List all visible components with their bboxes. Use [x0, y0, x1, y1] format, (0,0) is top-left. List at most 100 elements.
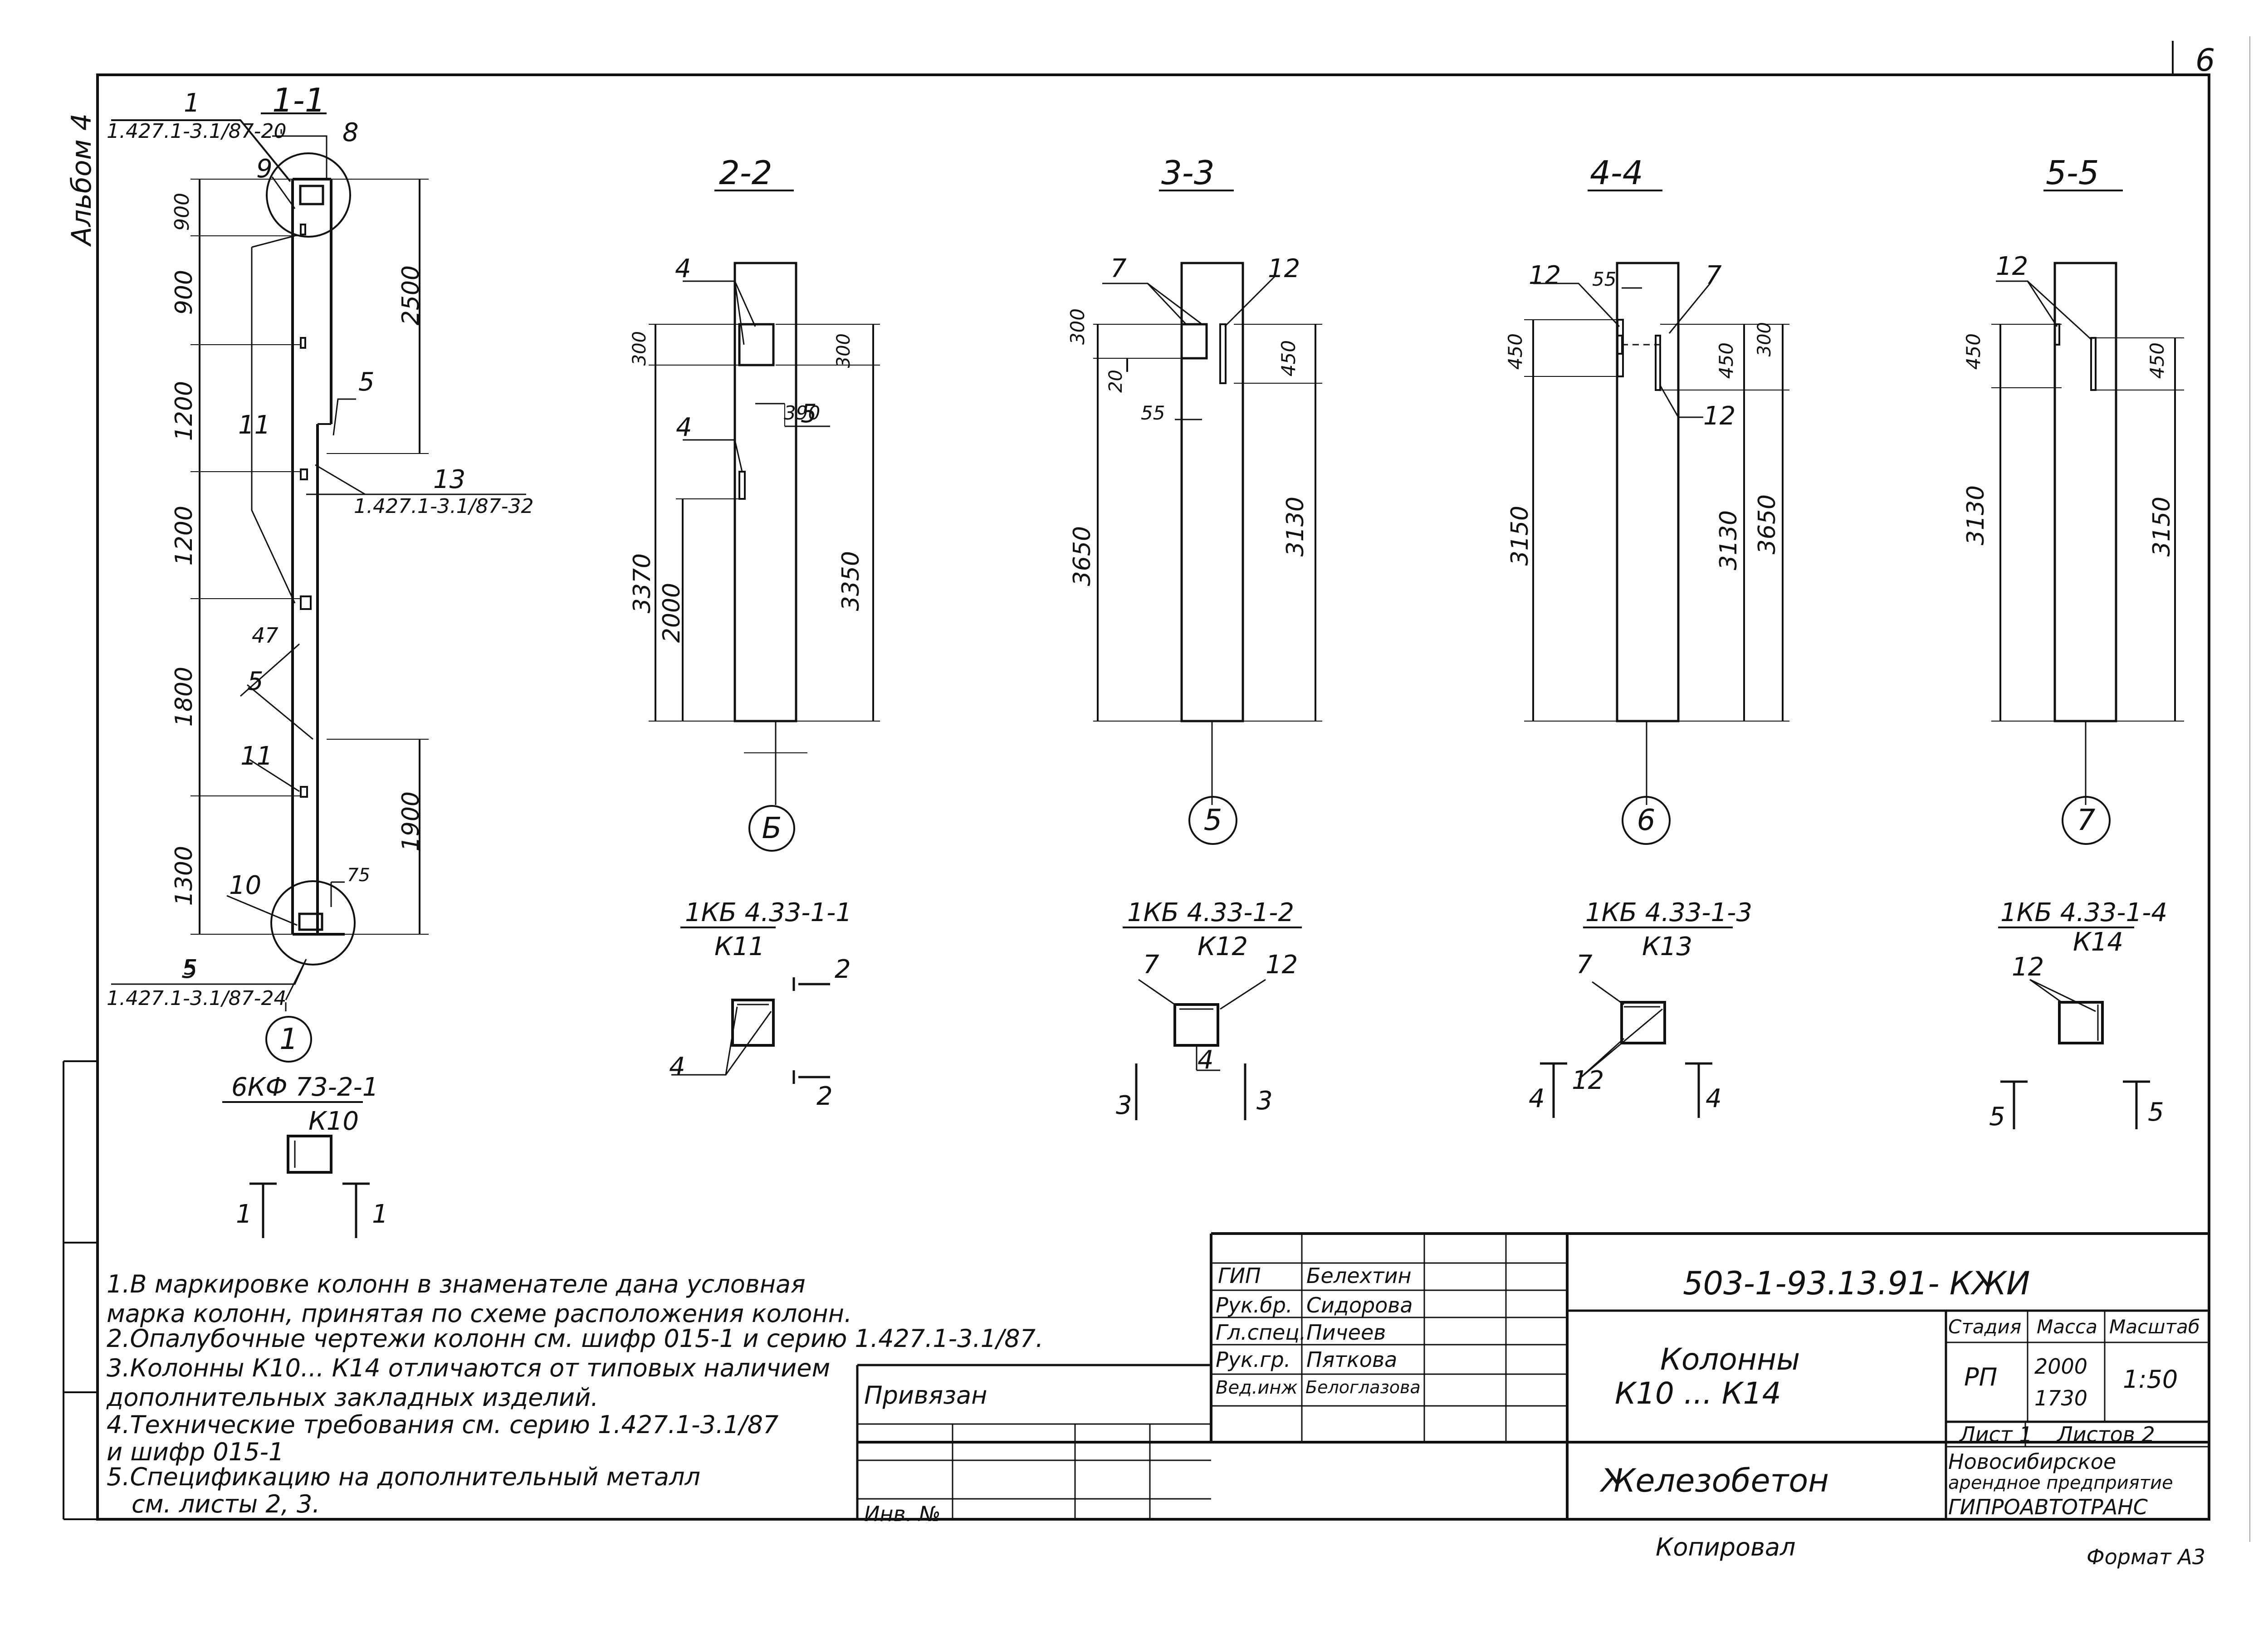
note-line: 2.Опалубочные чертежи колонн см. шифр 01…: [107, 1324, 1044, 1353]
stage-header: Стадия: [1948, 1316, 2022, 1338]
album-label: Альбом 4: [66, 113, 98, 245]
ref-label-bottom: 1.427.1-3.1/87-24: [107, 987, 287, 1010]
dim-label: 450: [1962, 333, 1984, 370]
dim-label: 3130: [1962, 485, 1989, 546]
item-label: 12: [1703, 401, 1736, 431]
dim-label: 1200: [171, 506, 198, 566]
sheets-total: Листов 2: [2057, 1422, 2155, 1447]
dim-label: 5: [184, 955, 197, 980]
note-line: и шифр 015-1: [107, 1438, 284, 1466]
item-label: 7: [1576, 950, 1593, 980]
mark-k12-den: К12: [1198, 932, 1248, 961]
item-label: 12: [1529, 261, 1561, 290]
section-arrow-label: 5: [2148, 1097, 2164, 1127]
section-arrow-label: 3: [1116, 1091, 1132, 1120]
section-5-5-title: 5-5: [2046, 154, 2099, 192]
column-callout-6: 6: [1622, 796, 1671, 845]
mark-k10-den: К10: [308, 1107, 359, 1136]
copied-label: Копировал: [1656, 1533, 1796, 1561]
inventory-label: Инв. №: [864, 1502, 941, 1526]
dim-label: 3650: [1069, 526, 1096, 586]
stamp-name: Пичеев: [1306, 1320, 1386, 1345]
dim-label: 450: [2146, 342, 2168, 379]
item-label: 4: [669, 1052, 685, 1082]
dim-label: 300: [1754, 322, 1775, 357]
item-label: 11: [238, 410, 271, 440]
item-label: 12: [1996, 252, 2028, 281]
mass-value-2: 1730: [2034, 1386, 2088, 1410]
item-label: 12: [1268, 254, 1300, 283]
org-line: ГИПРОАВТОТРАНС: [1948, 1495, 2148, 1519]
dim-label: 450: [1504, 333, 1526, 370]
dim-label: 55: [1141, 402, 1165, 424]
note-line: 4.Технические требования см. серию 1.427…: [107, 1410, 779, 1439]
column-callout-b: Б: [748, 805, 795, 852]
section-arrow-label: 1: [372, 1200, 388, 1229]
item-label: 8: [342, 118, 359, 147]
dim-label: 2000: [658, 583, 685, 643]
note-line: см. листы 2, 3.: [132, 1490, 320, 1518]
dim-label: 3130: [1282, 497, 1309, 557]
column-callout-7: 7: [2062, 796, 2111, 845]
dim-label: 390: [784, 402, 821, 424]
note-line: 5.Спецификацию на дополнительный металл: [107, 1463, 700, 1491]
section-1-1-title: 1-1: [272, 81, 326, 119]
section-2-2-title: 2-2: [719, 154, 772, 192]
section-arrow-label: 1: [236, 1200, 252, 1229]
mass-value-1: 2000: [2034, 1354, 2088, 1379]
section-arrow-label: 2: [835, 955, 851, 984]
material-label: Железобетон: [1601, 1462, 1829, 1499]
item-label: 5: [358, 367, 375, 397]
item-label: 12: [1266, 950, 1298, 980]
binding-label: Привязан: [864, 1381, 987, 1410]
mark-k14-num: 1КБ 4.33-1-4: [2000, 898, 2167, 927]
ref-label-mid: 1.427.1-3.1/87-32: [354, 495, 534, 518]
stamp-name: Белоглазова: [1305, 1377, 1421, 1397]
section-arrow-label: 5: [1989, 1102, 2005, 1132]
section-3-3-title: 3-3: [1161, 154, 1215, 192]
item-label: 4: [675, 254, 691, 283]
stamp-role: ГИП: [1218, 1263, 1261, 1288]
format-label: Формат А3: [2087, 1545, 2205, 1569]
dim-label: 300: [833, 333, 854, 368]
section-arrow-label: 4: [1706, 1084, 1722, 1113]
mark-k11-num: 1КБ 4.33-1-1: [685, 898, 852, 927]
dim-label: 450: [1277, 340, 1300, 377]
mark-k11-den: К11: [714, 932, 765, 961]
stamp-role: Рук.гр.: [1216, 1347, 1291, 1372]
item-label: 7: [1706, 261, 1722, 290]
sheet-number: Лист 1: [1960, 1422, 2033, 1447]
mark-k14-den: К14: [2073, 927, 2124, 957]
dim-label: 75: [347, 865, 370, 886]
mass-header: Масса: [2037, 1316, 2097, 1338]
dim-label: 1900: [397, 791, 425, 852]
object-title: Колонны: [1660, 1342, 1800, 1377]
stage-value: РП: [1964, 1363, 1998, 1391]
dim-label: 47: [252, 623, 279, 648]
note-line: дополнительных закладных изделий.: [107, 1383, 599, 1412]
item-label: 7: [1110, 254, 1127, 283]
item-label: 13: [433, 465, 466, 494]
stamp-name: Белехтин: [1306, 1263, 1412, 1288]
note-line: 1.В маркировке колонн в знаменателе дана…: [107, 1270, 806, 1298]
item-label: 9: [256, 154, 273, 184]
section-arrow-label: 3: [1256, 1086, 1273, 1116]
dim-label: 900: [171, 193, 194, 231]
item-label: 12: [1572, 1066, 1604, 1095]
object-subtitle: К10 ... К14: [1615, 1376, 1781, 1411]
stamp-role: Рук.бр.: [1216, 1293, 1293, 1317]
item-label: 7: [1143, 950, 1159, 980]
item-label: 4: [676, 413, 692, 442]
dim-label: 3150: [2148, 497, 2175, 557]
ref-label-top: 1.427.1-3.1/87-20: [107, 120, 287, 143]
item-label: 5: [181, 955, 198, 984]
mark-k13-den: К13: [1642, 932, 1693, 961]
mark-k12-num: 1КБ 4.33-1-2: [1127, 898, 1294, 927]
dim-label: 3350: [837, 551, 865, 611]
dim-label: 2500: [397, 265, 425, 326]
dim-label: 300: [629, 331, 650, 366]
dim-label: 300: [1066, 308, 1089, 345]
note-line: марка колонн, принятая по схеме располож…: [107, 1299, 852, 1328]
item-label: 1: [184, 88, 200, 118]
dim-label: 3150: [1506, 506, 1534, 566]
